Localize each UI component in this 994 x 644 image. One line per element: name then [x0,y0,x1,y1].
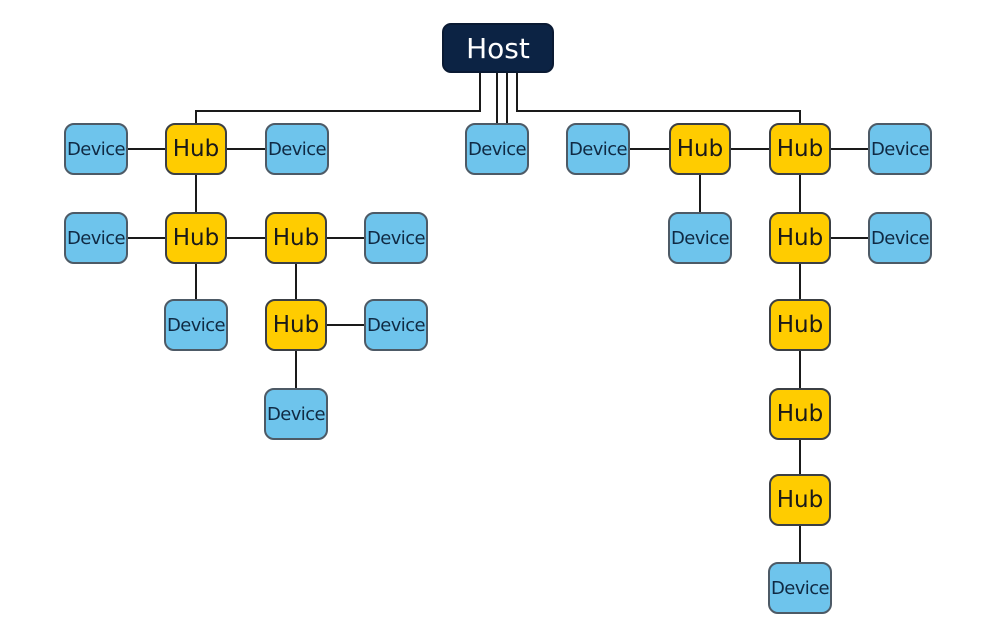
link-host-hub-i [516,72,801,124]
hub-node-hub-j: Hub [769,474,831,526]
host-node-host: Host [442,23,554,73]
device-node-dev-5: Device [64,212,128,264]
device-node-dev-9: Device [264,388,328,440]
device-node-dev-6: Device [364,212,428,264]
hub-node-hub-c: Hub [265,212,327,264]
link-host-hub-a [195,72,481,124]
device-node-dev-4: Device [465,123,529,175]
device-node-dev-10: Device [668,212,732,264]
hub-node-hub-g: Hub [769,388,831,440]
device-node-dev-2: Device [265,123,329,175]
device-node-dev-11: Device [868,123,932,175]
hub-node-hub-a: Hub [165,123,227,175]
hub-node-hub-d: Hub [265,299,327,351]
device-node-dev-3: Device [566,123,630,175]
device-node-dev-1: Device [64,123,128,175]
device-node-dev-7: Device [364,299,428,351]
hub-node-hub-h: Hub [669,123,731,175]
hub-node-hub-f: Hub [769,299,831,351]
device-node-dev-12: Device [868,212,932,264]
hub-node-hub-b: Hub [165,212,227,264]
hub-node-hub-e: Hub [769,212,831,264]
hub-node-hub-i: Hub [769,123,831,175]
device-node-dev-13: Device [768,562,832,614]
device-node-dev-8: Device [164,299,228,351]
